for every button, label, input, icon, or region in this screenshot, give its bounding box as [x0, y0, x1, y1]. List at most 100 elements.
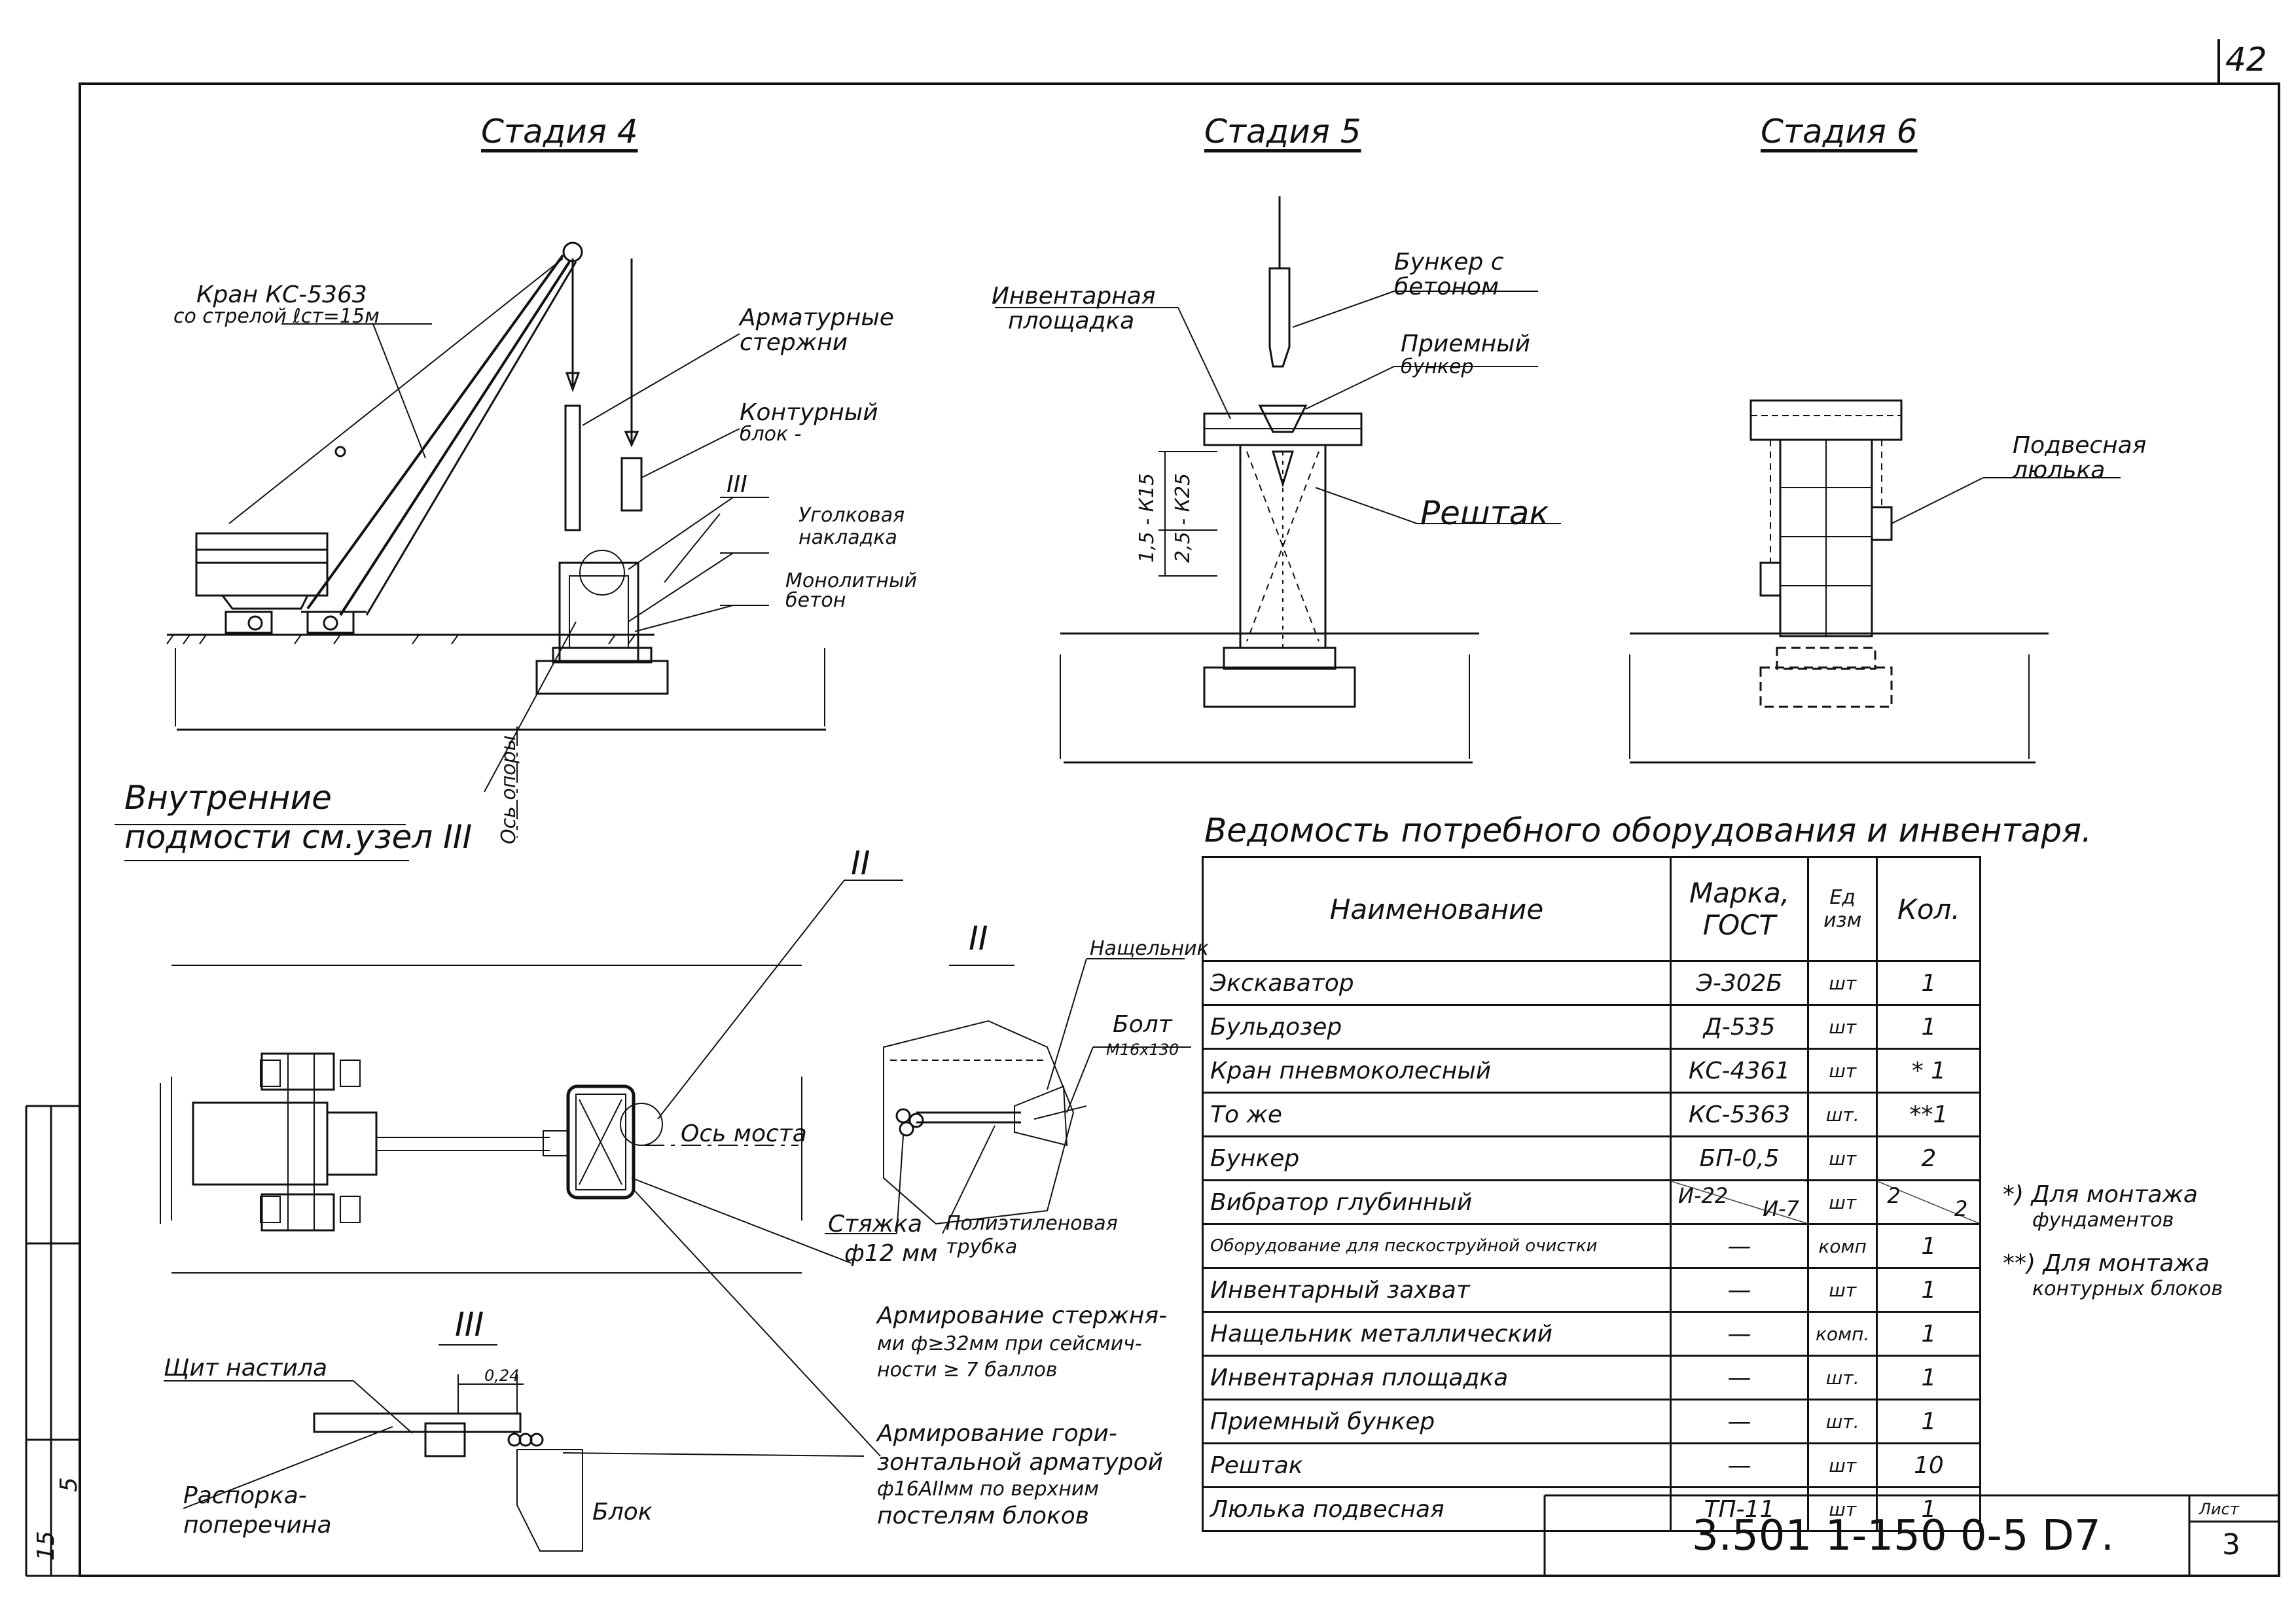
contour-block-label-2: блок - [740, 423, 802, 446]
platform-label: Инвентарная [992, 283, 1156, 310]
node-II-drawing [825, 958, 1191, 1234]
table-row: Нащельник металлический — комп. 1 [1202, 1311, 1982, 1357]
crane-label: Кран КС-5363 [196, 281, 367, 308]
row-name: Кран пневмоколесный [1202, 1048, 1672, 1094]
table-row: Экскаватор Э-302Б шт 1 [1202, 960, 1982, 1006]
row-name: То же [1202, 1092, 1672, 1137]
row-mark: КС-4361 [1670, 1048, 1809, 1094]
row-mark: — [1670, 1267, 1809, 1313]
platform-label-2: площадка [1008, 308, 1135, 334]
note2-line1: **) Для монтажа [2003, 1250, 2210, 1277]
stage6-title: Стадия 6 [1761, 113, 1918, 151]
mono-label-2: бетон [785, 589, 846, 612]
inner-scaffold-label: Внутренние [124, 779, 332, 817]
header-name: Наименование [1202, 856, 1672, 962]
header-unit-1: Ед [1829, 886, 1856, 909]
arm2-line3: ф16АIIмм по верхним [877, 1478, 1100, 1501]
row-name: Бункер [1202, 1135, 1672, 1181]
arm2-line2: зонтальной арматурой [877, 1449, 1164, 1476]
row-mark: КС-5363 [1670, 1092, 1809, 1137]
row-unit: шт [1806, 1004, 1878, 1050]
block-label: Блок [592, 1499, 653, 1525]
table-row: Бульдозер Д-535 шт 1 [1202, 1004, 1982, 1050]
axis-bridge-label: Ось моста [681, 1120, 807, 1147]
equipment-title: Ведомость потребного оборудования и инве… [1204, 812, 2092, 849]
row-name: Инвентарная площадка [1202, 1355, 1672, 1400]
arm1-line3: ности ≥ 7 баллов [877, 1359, 1058, 1382]
row-mark: — [1670, 1399, 1809, 1444]
stamp-list-label: Лист [2199, 1500, 2239, 1518]
row-qty: **1 [1876, 1092, 1982, 1137]
row-unit: шт [1806, 1048, 1878, 1094]
row-unit: комп [1806, 1223, 1878, 1269]
row-mark: — [1670, 1311, 1809, 1357]
dim-k25: 2,5 - К25 [1172, 473, 1194, 563]
page-number: 42 [2225, 41, 2267, 79]
row-qty: 1 [1876, 1311, 1982, 1357]
row-mark: БП-0,5 [1670, 1135, 1809, 1181]
cradle-label: Подвесная [2013, 432, 2147, 459]
row-name: Оборудование для пескоструйной очистки [1202, 1223, 1672, 1269]
row-mark: — [1670, 1355, 1809, 1400]
table-row: Рештак — шт 10 [1202, 1442, 1982, 1488]
row-unit: шт [1806, 960, 1878, 1006]
row-unit: шт [1806, 1267, 1878, 1313]
node-III-ref: III [726, 471, 747, 498]
plan-view [160, 880, 903, 1457]
rebar-label: Арматурные [740, 304, 894, 331]
row-qty: 2 [1876, 1135, 1982, 1181]
row-mark: ТП-11 [1670, 1486, 1809, 1532]
header-qty: Кол. [1876, 856, 1982, 962]
table-row: Кран пневмоколесный КС-4361 шт * 1 [1202, 1048, 1982, 1094]
row-name: Рештак [1202, 1442, 1672, 1488]
grate-label: Рештак [1420, 494, 1549, 532]
vibrator-qty-cell: 2 2 [1878, 1182, 1979, 1222]
strut-label-2: поперечина [183, 1512, 332, 1539]
rebar-label-2: стержни [740, 329, 848, 356]
row-unit: шт [1806, 1486, 1878, 1532]
row-unit: шт. [1806, 1399, 1878, 1444]
row-qty: 1 [1876, 1399, 1982, 1444]
header-unit-2: изм [1823, 909, 1862, 932]
table-row: Инвентарная площадка — шт. 1 [1202, 1355, 1982, 1400]
cradle-label-2: люлька [2013, 457, 2106, 484]
tube-label: Полиэтиленовая [946, 1212, 1118, 1235]
row-mark: Д-535 [1670, 1004, 1809, 1050]
crane-boom-label: со стрелой ℓст=15м [173, 305, 380, 328]
strut-label: Распорка- [183, 1482, 307, 1509]
row-qty-split: 2 2 [1876, 1179, 1982, 1225]
dim-k15: 1,5 - К15 [1136, 473, 1158, 563]
side-number-1: 15 [33, 1531, 60, 1561]
table-row: Инвентарный захват — шт 1 [1202, 1267, 1982, 1313]
stage4-title: Стадия 4 [481, 113, 638, 151]
node-III-drawing [164, 1344, 865, 1552]
shield-label: Щит настила [164, 1355, 328, 1382]
side-number-2: 5 [56, 1477, 82, 1492]
bolt-label: Болт [1113, 1011, 1172, 1038]
node-II-ref: II [851, 844, 870, 882]
row-name: Бульдозер [1202, 1004, 1672, 1050]
row-qty-a: 2 [1887, 1183, 1901, 1208]
note1-line1: *) Для монтажа [2003, 1181, 2198, 1208]
row-qty: 1 [1876, 1004, 1982, 1050]
header-mark-2: ГОСТ [1702, 909, 1776, 941]
table-row: Люлька подвесная ТП-11 шт 1 [1202, 1486, 1982, 1532]
header-mark: Марка,ГОСТ [1670, 856, 1809, 962]
row-name: Нащельник металлический [1202, 1311, 1672, 1357]
stage5-title: Стадия 5 [1204, 113, 1361, 151]
nagelnik-label: Нащельник [1090, 937, 1209, 960]
note2-line2: контурных блоков [2032, 1277, 2223, 1300]
vibrator-mark-cell: И-22 И-7 [1672, 1182, 1807, 1222]
stamp-list-value: 3 [2222, 1528, 2240, 1561]
tie-label: Стяжка [828, 1211, 922, 1238]
angle-label: Уголковая [798, 504, 905, 527]
receiving-bunker-label-2: бункер [1401, 355, 1474, 378]
row-mark-a: И-22 [1678, 1183, 1729, 1208]
row-name: Люлька подвесная [1202, 1486, 1672, 1532]
row-unit: шт. [1806, 1092, 1878, 1137]
row-unit: комп. [1806, 1311, 1878, 1357]
axis-support-label: Ось опоры [497, 735, 520, 844]
